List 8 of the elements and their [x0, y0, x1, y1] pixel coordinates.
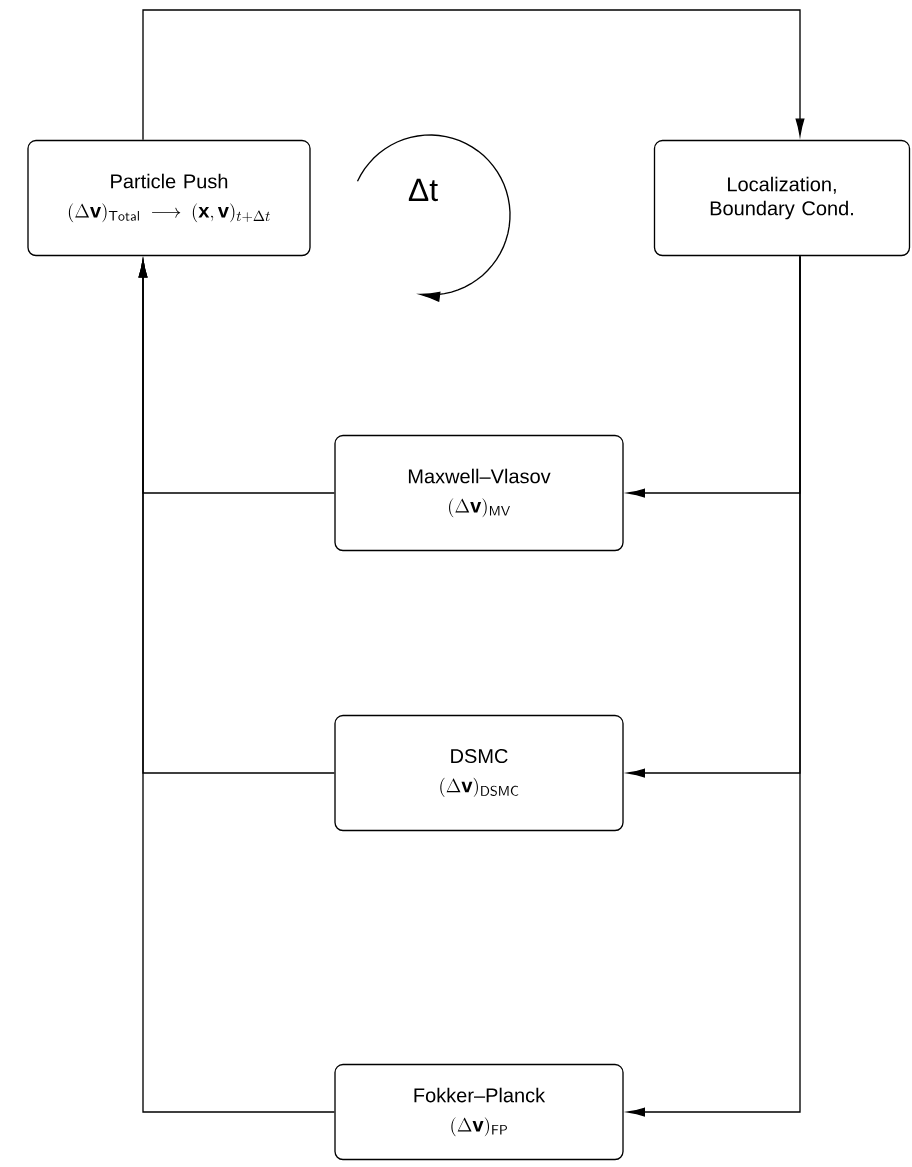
time-step-label: Δt [408, 178, 438, 202]
process-box: Maxwell–Vlasov $(\Delta\mathbf{v})_{\mathsf{MV}}$ [334, 434, 624, 552]
arrow [627, 255, 801, 1117]
process-box: Localization, Boundary Cond. [653, 139, 911, 257]
process-box: DSMC $(\Delta\mathbf{v})_{\mathsf{DSMC}}$ [334, 714, 624, 832]
process-box: Particle Push $(\Delta\mathbf{v})_{\mathsf{Total}} \longrightarrow (\mathbf{x},\mathbf{v})_{t+\Delta t}$ [27, 139, 311, 257]
process-box: Fokker–Planck $(\Delta\mathbf{v})_{\mathsf{FP}}$ [334, 1063, 624, 1161]
arrow [142, 9, 805, 141]
